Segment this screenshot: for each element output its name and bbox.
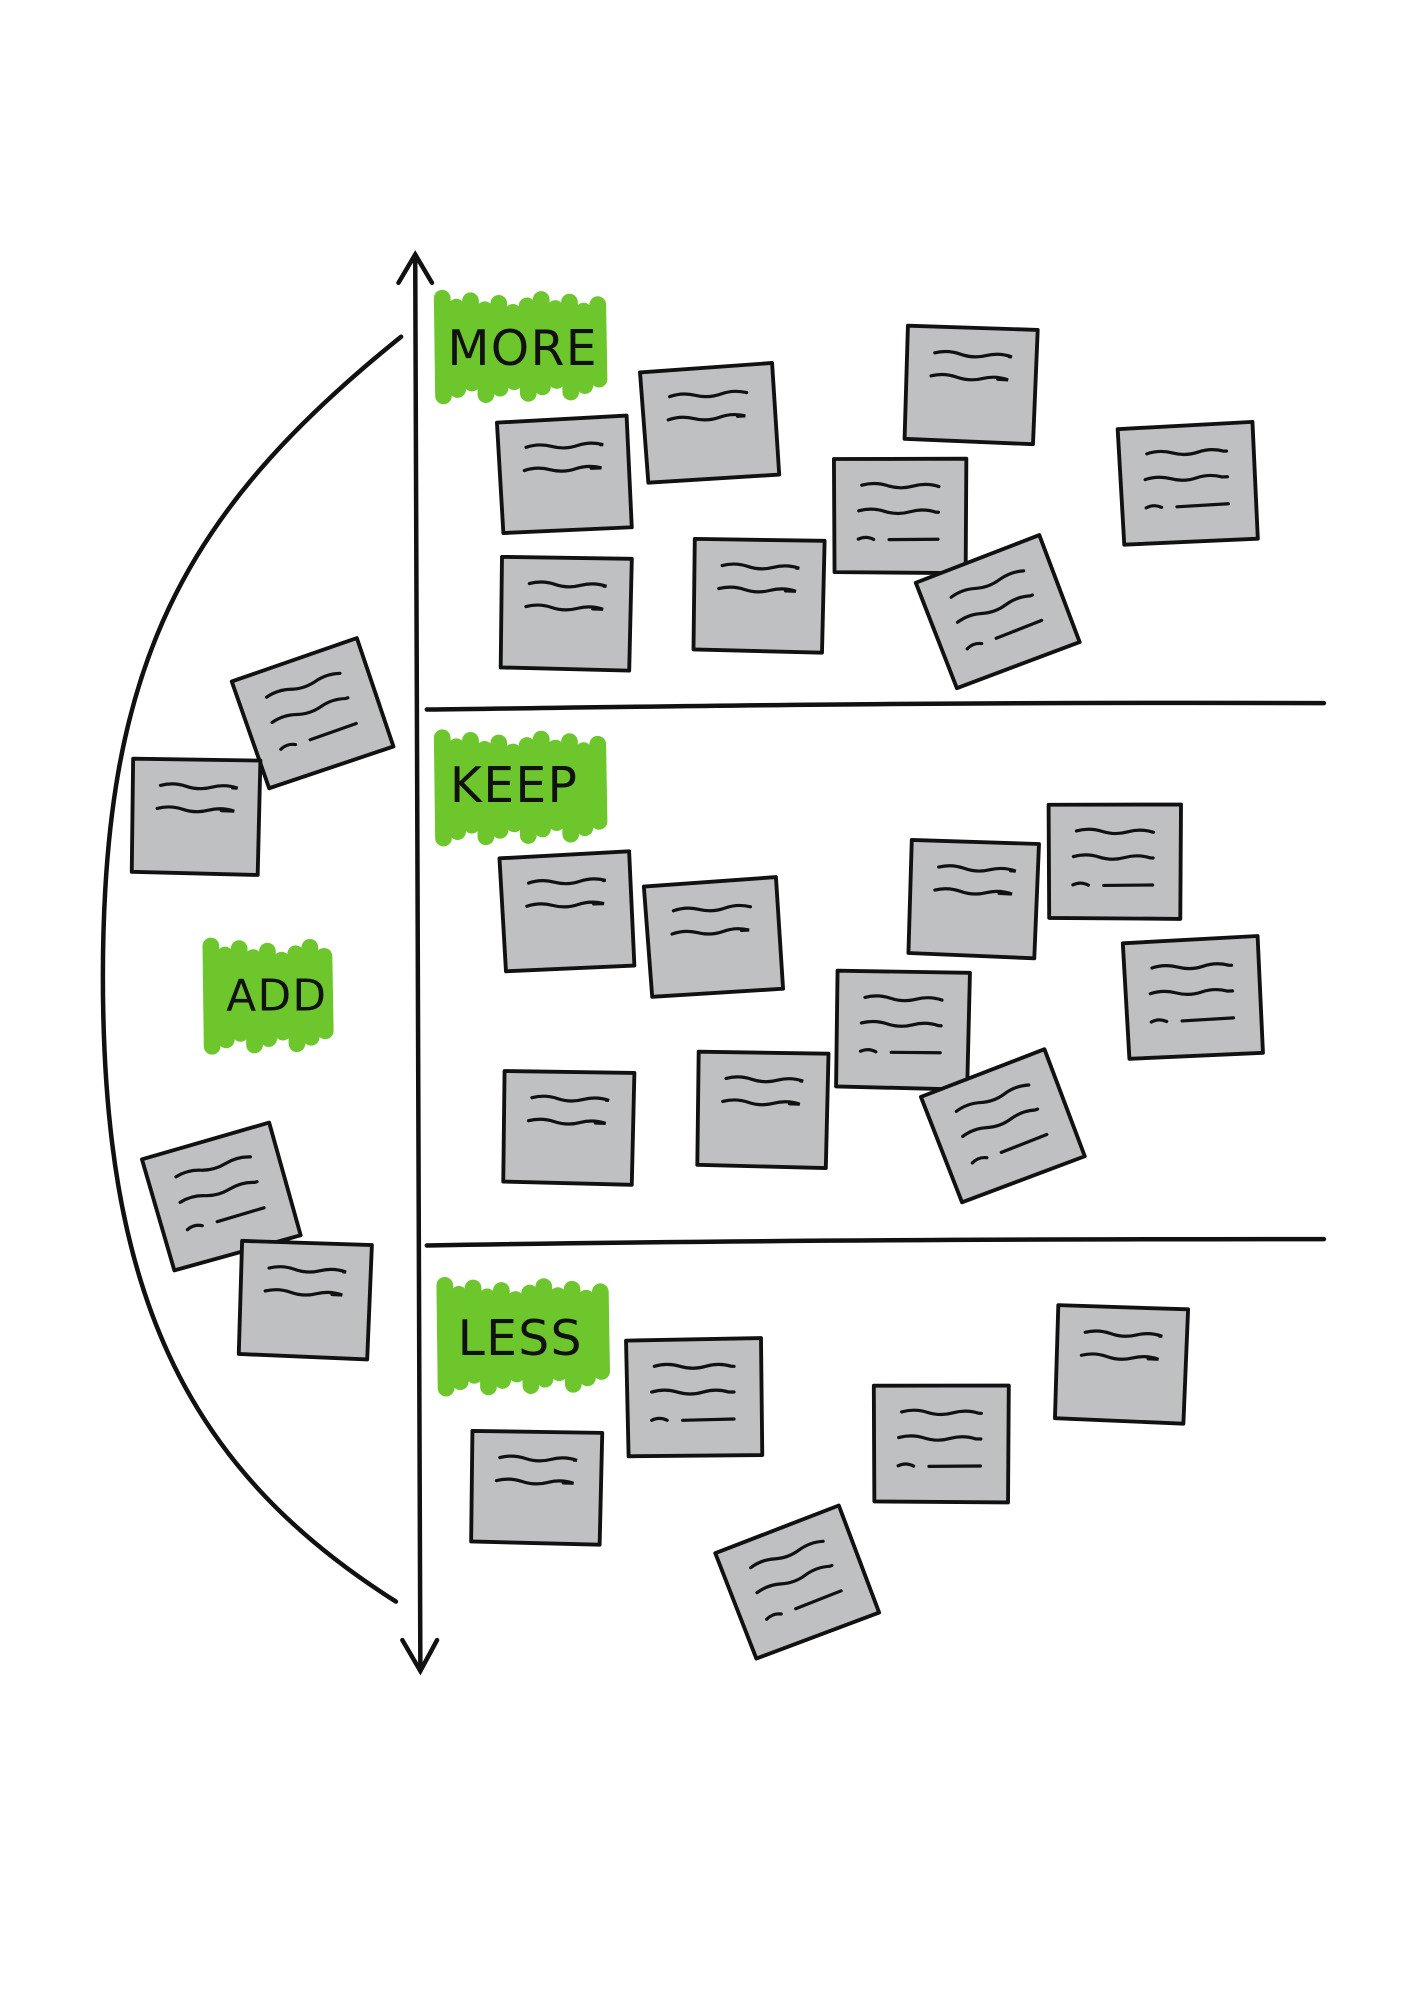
sticky-note bbox=[691, 536, 827, 655]
highlight-add bbox=[202, 937, 334, 1055]
sticky-note bbox=[906, 837, 1041, 961]
sticky-note bbox=[469, 1428, 605, 1547]
label-more: MORE bbox=[447, 320, 597, 377]
highlight-keep bbox=[433, 729, 608, 847]
sticky-note bbox=[695, 1049, 831, 1170]
arrow-head-up-icon bbox=[396, 250, 435, 286]
sticky-note bbox=[713, 1503, 882, 1661]
sticky-note bbox=[902, 323, 1040, 447]
vertical-axis-arrow bbox=[412, 254, 423, 1674]
sticky-note bbox=[1053, 1303, 1191, 1426]
sticky-note bbox=[498, 554, 634, 673]
sticky-note bbox=[834, 968, 972, 1092]
sticky-note bbox=[1115, 419, 1260, 547]
sticky-note bbox=[236, 1238, 374, 1362]
sticky-note bbox=[495, 413, 634, 535]
divider-more-keep bbox=[424, 700, 1327, 712]
add-curve bbox=[100, 334, 404, 1604]
label-keep: KEEP bbox=[450, 757, 578, 814]
sticky-note bbox=[918, 1047, 1087, 1205]
sticky-note bbox=[229, 636, 396, 791]
sticky-note bbox=[497, 849, 637, 974]
label-highlights bbox=[202, 289, 610, 1397]
divider-keep-less bbox=[424, 1236, 1327, 1248]
sticky-note bbox=[638, 361, 782, 485]
highlight-less bbox=[436, 1276, 610, 1397]
sticky-note bbox=[501, 1069, 637, 1187]
label-less: LESS bbox=[458, 1310, 583, 1367]
highlight-more bbox=[433, 289, 608, 405]
sticky-note bbox=[913, 533, 1082, 691]
sticky-note bbox=[1120, 934, 1265, 1061]
arrow-head-down-icon bbox=[400, 1637, 440, 1676]
sticky-note bbox=[1046, 802, 1183, 921]
sticky-notes bbox=[129, 323, 1265, 1661]
sticky-note bbox=[140, 1120, 303, 1273]
sticky-note bbox=[871, 1383, 1011, 1505]
sticky-note bbox=[832, 456, 969, 576]
sticky-note bbox=[641, 875, 785, 999]
sticky-note bbox=[624, 1336, 765, 1459]
sticky-note bbox=[129, 756, 263, 877]
label-add: ADD bbox=[226, 970, 327, 1021]
ink-lines bbox=[100, 250, 1327, 1676]
